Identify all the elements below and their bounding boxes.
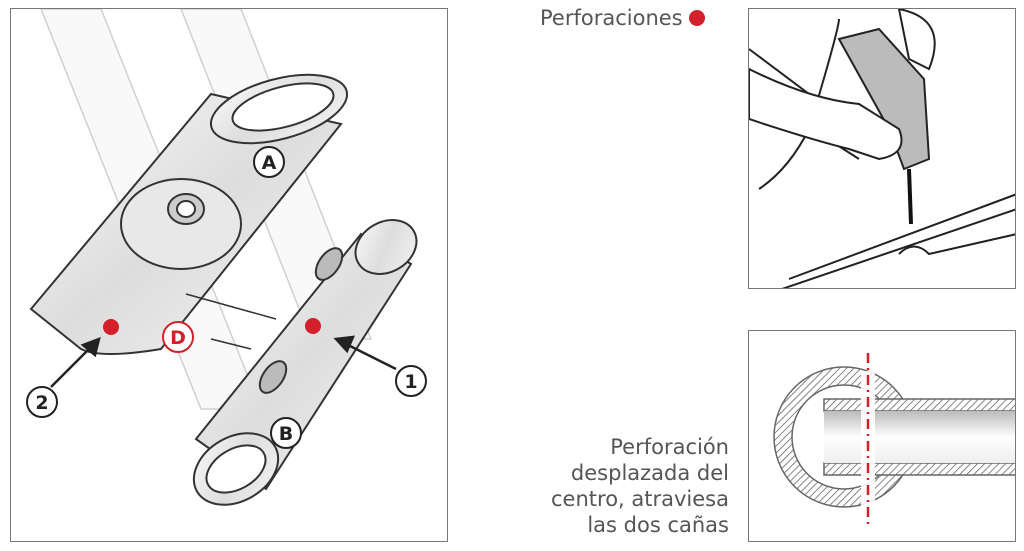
- cross-section-panel: [748, 330, 1016, 542]
- legend-label: Perforaciones: [540, 6, 683, 30]
- svg-text:1: 1: [404, 371, 417, 393]
- perforation-dot-2: [103, 319, 119, 335]
- cross-section-illustration: [773, 353, 1015, 529]
- offset-perforation-caption: Perforación desplazada del centro, atrav…: [551, 434, 729, 538]
- perforaciones-legend: Perforaciones: [540, 6, 705, 30]
- svg-text:A: A: [262, 152, 277, 174]
- caption-line: Perforación: [610, 435, 729, 459]
- drilling-illustration-panel: [748, 8, 1016, 289]
- svg-text:2: 2: [35, 392, 48, 414]
- red-dot-icon: [688, 10, 705, 26]
- caption-line: desplazada del: [570, 461, 729, 485]
- assembly-diagram-panel: A B D 1 2: [10, 8, 448, 542]
- label-2: 2: [26, 386, 58, 418]
- label-B: B: [270, 417, 302, 449]
- label-A: A: [253, 146, 285, 178]
- svg-text:D: D: [170, 327, 186, 349]
- tube-assembly-illustration: A B D 1 2: [26, 9, 427, 506]
- caption-line: las dos cañas: [587, 513, 729, 537]
- label-1: 1: [395, 365, 427, 397]
- label-D: D: [162, 321, 194, 353]
- caption-line: centro, atraviesa: [551, 487, 729, 511]
- svg-text:B: B: [279, 423, 293, 445]
- perforation-dot-1: [305, 318, 321, 334]
- hand-drill-illustration: [749, 9, 1015, 288]
